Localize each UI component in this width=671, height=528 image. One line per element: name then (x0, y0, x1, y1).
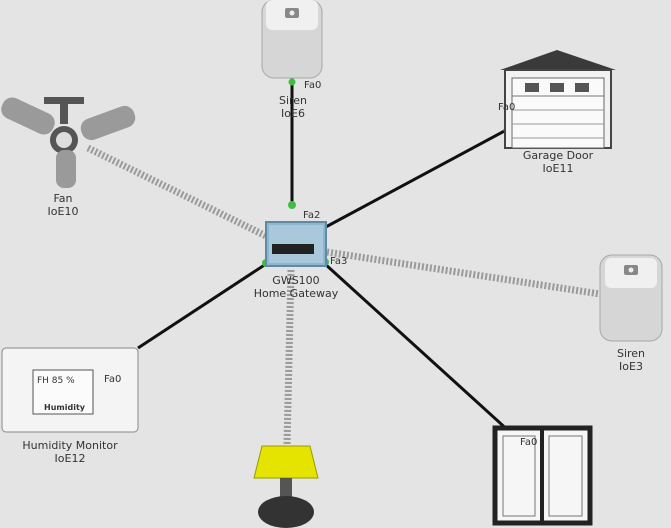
device-id: IoE12 (54, 452, 86, 465)
humidity-monitor-label: Humidity Monitor IoE12 (0, 439, 140, 465)
wireless-link-siren-right (326, 248, 601, 298)
device-id: GWS100 (272, 274, 320, 287)
humidity-display-value: FH 85 % (37, 376, 75, 386)
siren-right-label: Siren IoE3 (596, 347, 666, 373)
link-status-dot (288, 78, 296, 86)
port-label: Fa0 (304, 80, 322, 91)
device-name: Home Gateway (253, 287, 339, 300)
device-name: Garage Door (522, 149, 594, 162)
siren-top-icon[interactable] (261, 0, 323, 79)
wireless-link-fan (86, 144, 268, 240)
wireless-link-lamp (283, 269, 295, 446)
garage-door-icon[interactable] (500, 50, 616, 149)
home-gateway-icon[interactable] (265, 221, 327, 267)
garage-door-label: Garage Door IoE11 (505, 149, 611, 175)
device-name: Fan (53, 192, 73, 205)
port-label: Fa0 (104, 374, 122, 385)
gateway-port-label: Fa2 (303, 210, 321, 221)
device-name: Siren (278, 94, 308, 107)
home-gateway-label: GWS100 Home Gateway (231, 274, 361, 300)
device-name: Siren (616, 347, 646, 360)
humidity-display-label: Humidity (44, 403, 85, 412)
fan-icon[interactable] (0, 94, 138, 188)
device-id: IoE6 (281, 107, 305, 120)
device-id: IoE3 (619, 360, 643, 373)
device-id: IoE11 (542, 162, 574, 175)
humidity-monitor-icon[interactable] (1, 347, 139, 433)
device-name: Humidity Monitor (22, 439, 118, 452)
gateway-port-label: Fa3 (330, 256, 348, 267)
siren-top-label: Siren IoE6 (258, 94, 328, 120)
link-status-dot (288, 201, 296, 209)
siren-right-icon[interactable] (599, 254, 663, 342)
port-label: Fa0 (520, 437, 538, 448)
link-window (323, 262, 512, 434)
device-id: IoE10 (47, 205, 79, 218)
link-humidity-monitor (137, 262, 267, 350)
fan-label: Fan IoE10 (28, 192, 98, 218)
lamp-icon[interactable] (253, 445, 319, 528)
window-icon[interactable] (492, 425, 593, 526)
port-label: Fa0 (498, 102, 516, 113)
link-garage-door (321, 126, 511, 231)
